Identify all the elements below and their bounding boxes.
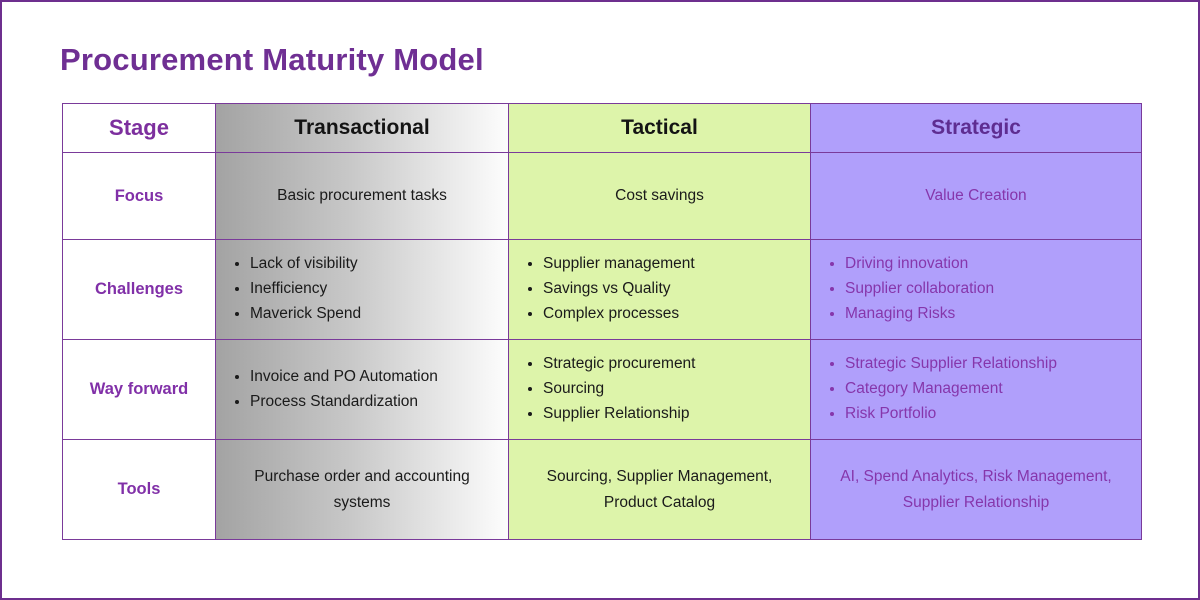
- cell-challenges-transactional: Lack of visibilityInefficiencyMaverick S…: [216, 240, 509, 340]
- cell-text: Sourcing, Supplier Management, Product C…: [546, 467, 773, 511]
- bullet-item: Complex processes: [543, 304, 804, 325]
- bullet-item: Managing Risks: [845, 304, 1135, 325]
- cell-challenges-strategic: Driving innovationSupplier collaboration…: [811, 240, 1141, 340]
- maturity-table: Stage Transactional Tactical Strategic F…: [62, 103, 1142, 540]
- cell-focus-strategic: Value Creation: [811, 153, 1141, 240]
- bullet-item: Strategic procurement: [543, 354, 804, 375]
- bullet-item: Savings vs Quality: [543, 279, 804, 300]
- cell-focus-tactical: Cost savings: [509, 153, 811, 240]
- cell-text: Value Creation: [925, 187, 1027, 205]
- bullet-item: Process Standardization: [250, 392, 502, 413]
- bullet-item: Inefficiency: [250, 279, 502, 300]
- bullet-item: Category Management: [845, 379, 1135, 400]
- bullet-list: Driving innovationSupplier collaboration…: [811, 250, 1141, 329]
- cell-focus-transactional: Basic procurement tasks: [216, 153, 509, 240]
- cell-text: Cost savings: [615, 187, 704, 205]
- header-stage: Stage: [63, 104, 216, 153]
- bullet-item: Maverick Spend: [250, 304, 502, 325]
- bullet-item: Sourcing: [543, 379, 804, 400]
- bullet-list: Strategic procurementSourcingSupplier Re…: [509, 350, 810, 429]
- cell-way-forward-tactical: Strategic procurementSourcingSupplier Re…: [509, 340, 811, 440]
- row-label-focus: Focus: [63, 153, 216, 240]
- bullet-item: Strategic Supplier Relationship: [845, 354, 1135, 375]
- cell-challenges-tactical: Supplier managementSavings vs QualityCom…: [509, 240, 811, 340]
- cell-tools-tactical: Sourcing, Supplier Management, Product C…: [509, 440, 811, 539]
- bullet-list: Invoice and PO AutomationProcess Standar…: [216, 363, 508, 417]
- cell-tools-transactional: Purchase order and accounting systems: [216, 440, 509, 539]
- bullet-item: Lack of visibility: [250, 254, 502, 275]
- row-label-challenges: Challenges: [63, 240, 216, 340]
- bullet-item: Supplier management: [543, 254, 804, 275]
- bullet-item: Supplier collaboration: [845, 279, 1135, 300]
- header-tactical: Tactical: [509, 104, 811, 153]
- bullet-item: Invoice and PO Automation: [250, 367, 502, 388]
- bullet-list: Lack of visibilityInefficiencyMaverick S…: [216, 250, 508, 329]
- bullet-item: Supplier Relationship: [543, 404, 804, 425]
- bullet-list: Supplier managementSavings vs QualityCom…: [509, 250, 810, 329]
- row-label-way-forward: Way forward: [63, 340, 216, 440]
- cell-text: AI, Spend Analytics, Risk Management, Su…: [840, 467, 1112, 511]
- row-label-tools: Tools: [63, 440, 216, 539]
- header-strategic: Strategic: [811, 104, 1141, 153]
- cell-way-forward-transactional: Invoice and PO AutomationProcess Standar…: [216, 340, 509, 440]
- cell-text: Basic procurement tasks: [277, 187, 447, 205]
- bullet-list: Strategic Supplier RelationshipCategory …: [811, 350, 1141, 429]
- cell-text: Purchase order and accounting systems: [254, 467, 470, 511]
- cell-way-forward-strategic: Strategic Supplier RelationshipCategory …: [811, 340, 1141, 440]
- page-title: Procurement Maturity Model: [60, 42, 484, 77]
- bullet-item: Driving innovation: [845, 254, 1135, 275]
- cell-tools-strategic: AI, Spend Analytics, Risk Management, Su…: [811, 440, 1141, 539]
- bullet-item: Risk Portfolio: [845, 404, 1135, 425]
- header-transactional: Transactional: [216, 104, 509, 153]
